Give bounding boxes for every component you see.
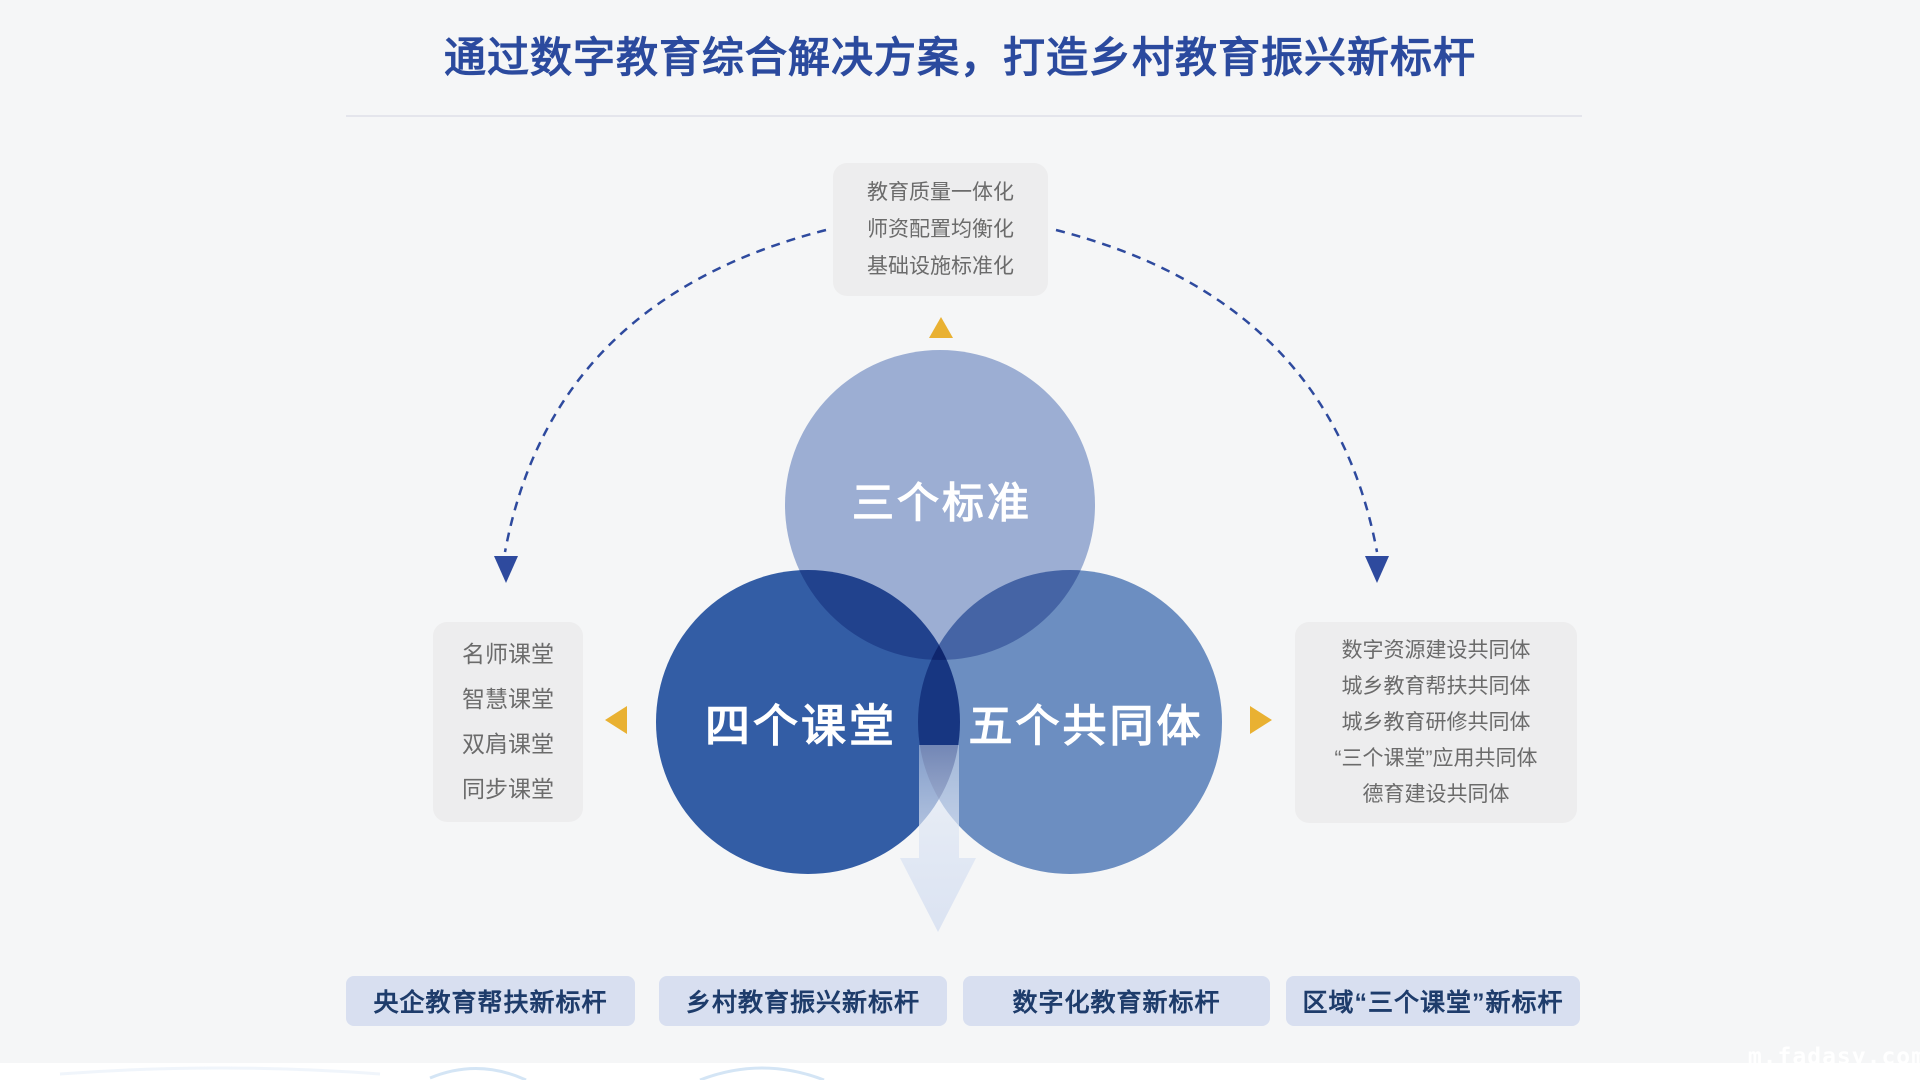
benchmark-box-three-classrooms: 区域“三个课堂”新标杆	[1286, 976, 1580, 1026]
triangle-left-icon	[605, 706, 627, 734]
page-title: 通过数字教育综合解决方案，打造乡村教育振兴新标杆	[443, 34, 1476, 81]
standards-line: 教育质量一体化	[867, 181, 1014, 204]
venn-label-communities: 五个共同体	[968, 702, 1204, 751]
title-divider	[346, 115, 1582, 117]
arrowhead-down-left-icon	[494, 556, 518, 583]
communities-line: 城乡教育帮扶共同体	[1341, 674, 1531, 698]
watermark: m.fadasy.com	[1747, 1044, 1920, 1070]
communities-line: 德育建设共同体	[1362, 782, 1510, 806]
triangle-up-icon	[929, 317, 953, 338]
classrooms-line: 名师课堂	[462, 641, 554, 667]
dashed-arc-left	[503, 228, 827, 553]
venn-label-standards: 三个标准	[851, 479, 1033, 527]
communities-line: 城乡教育研修共同体	[1341, 710, 1531, 734]
communities-line: “三个课堂”应用共同体	[1334, 746, 1538, 770]
benchmark-box-digital-education: 数字化教育新标杆	[963, 976, 1270, 1026]
standards-box: 教育质量一体化 师资配置均衡化 基础设施标准化	[833, 163, 1048, 296]
communities-line: 数字资源建设共同体	[1341, 638, 1531, 662]
standards-line: 基础设施标准化	[867, 255, 1014, 278]
arrowhead-down-right-icon	[1365, 556, 1389, 583]
bottom-wave-decor	[59, 1066, 825, 1080]
classrooms-line: 同步课堂	[462, 776, 554, 802]
classrooms-box: 名师课堂 智慧课堂 双肩课堂 同步课堂	[433, 622, 583, 822]
classrooms-line: 智慧课堂	[462, 686, 554, 712]
benchmark-box-rural-revitalization: 乡村教育振兴新标杆	[659, 976, 947, 1026]
venn-label-classrooms: 四个课堂	[704, 700, 898, 752]
dashed-arc-right	[1055, 228, 1379, 553]
communities-box: 数字资源建设共同体 城乡教育帮扶共同体 城乡教育研修共同体 “三个课堂”应用共同…	[1295, 622, 1577, 823]
triangle-right-icon	[1250, 706, 1272, 734]
classrooms-line: 双肩课堂	[462, 731, 554, 757]
standards-line: 师资配置均衡化	[867, 218, 1014, 241]
benchmark-box-central-enterprise: 央企教育帮扶新标杆	[346, 976, 635, 1026]
